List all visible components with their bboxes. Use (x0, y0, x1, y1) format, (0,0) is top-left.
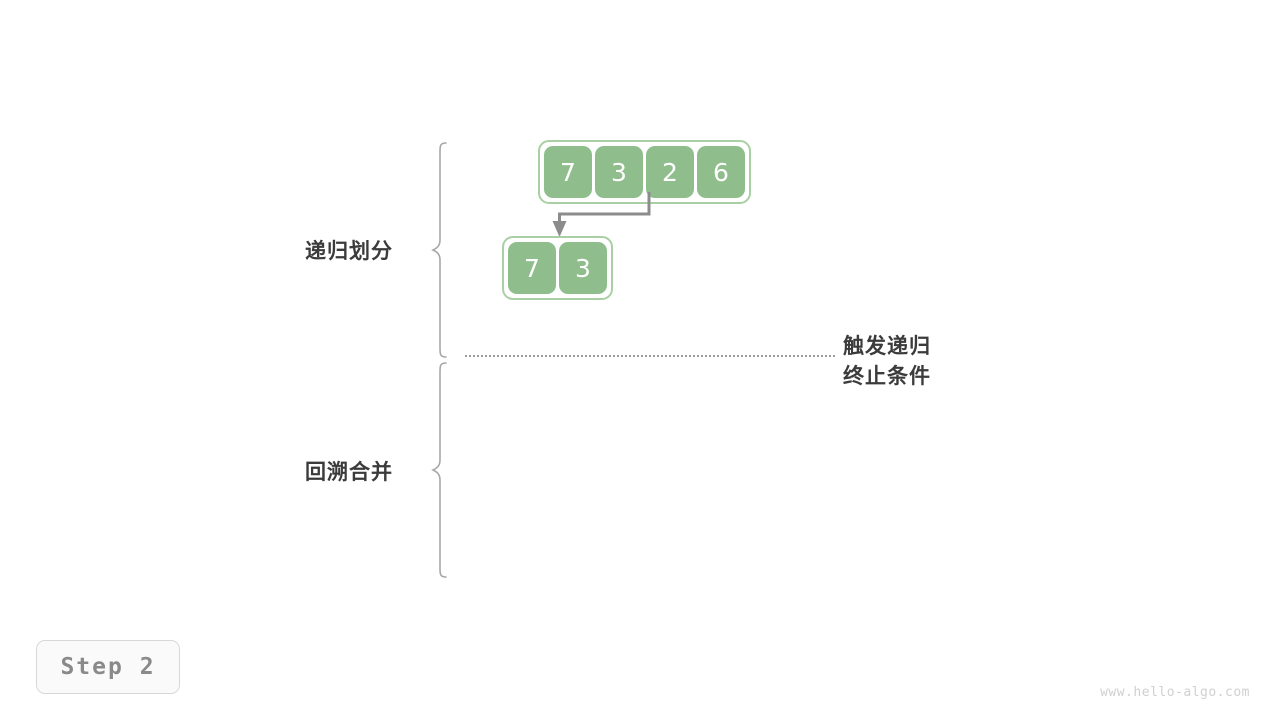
step-badge: Step 2 (36, 640, 180, 694)
array-cell: 3 (595, 146, 643, 198)
recursion-base-separator (465, 355, 835, 359)
termination-line-2: 终止条件 (843, 364, 931, 388)
array-cell: 3 (559, 242, 607, 294)
step-badge-label: Step 2 (60, 654, 156, 680)
array-cell: 6 (697, 146, 745, 198)
array-cell: 7 (508, 242, 556, 294)
termination-line-1: 触发递归 (843, 334, 931, 358)
brace-merge (430, 360, 452, 585)
array-left-sub: 7 3 (502, 236, 613, 300)
divide-arrow (540, 190, 670, 250)
array-root: 7 3 2 6 (538, 140, 751, 204)
termination-annotation: 触发递归 终止条件 (843, 331, 931, 391)
brace-divide (430, 140, 452, 365)
brace-merge-icon (431, 362, 447, 578)
section-label-divide: 递归划分 (305, 239, 393, 263)
elbow-arrow-icon (552, 192, 651, 237)
section-label-merge: 回溯合并 (305, 460, 393, 484)
watermark: www.hello-algo.com (1100, 685, 1250, 700)
brace-divide-icon (431, 142, 447, 358)
array-cell: 7 (544, 146, 592, 198)
array-cell: 2 (646, 146, 694, 198)
